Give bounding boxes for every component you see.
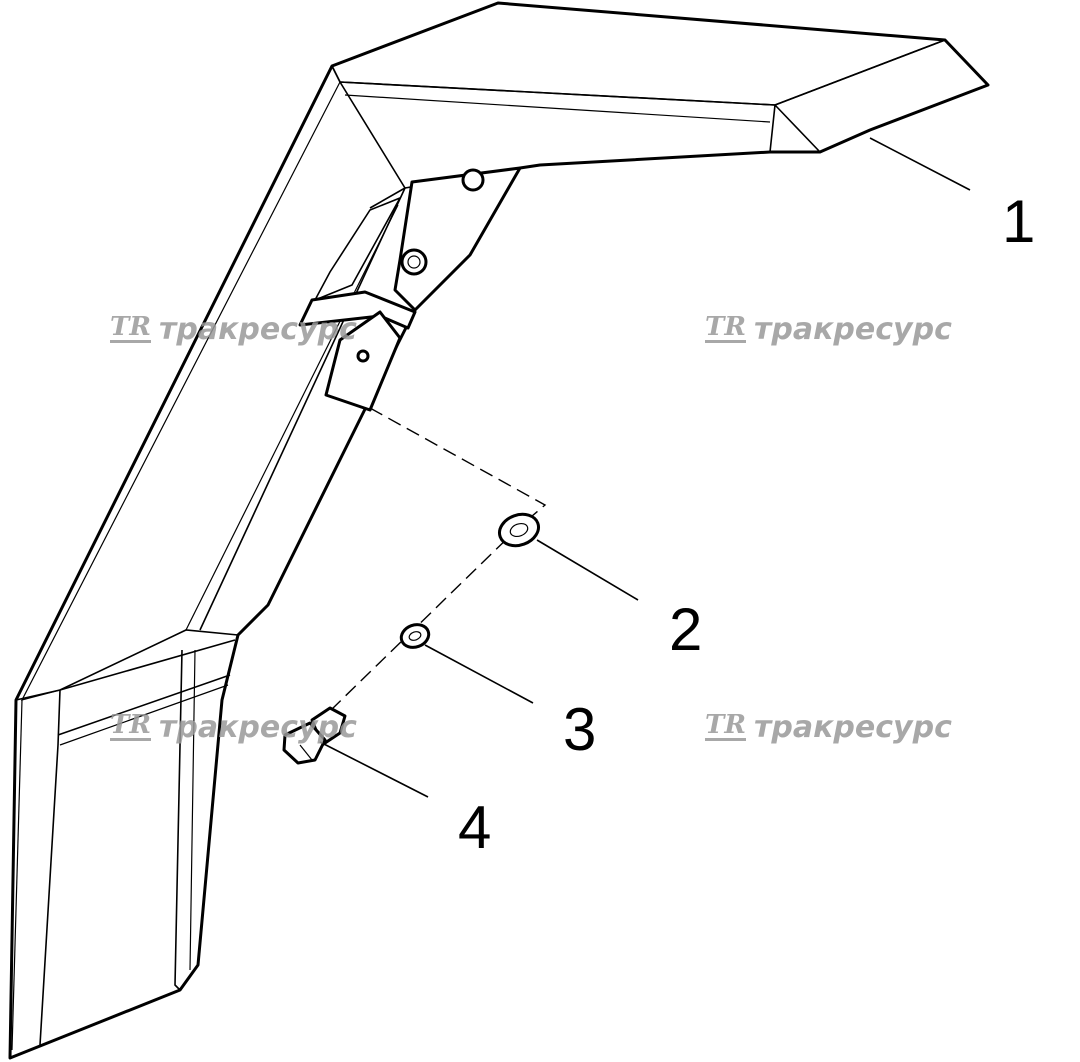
- mount-hole: [356, 349, 370, 363]
- watermark-logo: TR: [705, 710, 746, 741]
- watermark-text: тракресурс: [753, 312, 952, 347]
- watermark-logo: TR: [110, 312, 151, 343]
- spring-washer-part-3: [399, 623, 431, 649]
- bracket: [298, 166, 522, 412]
- watermark: TR тракресурс: [705, 710, 952, 745]
- watermark: TR тракресурс: [705, 312, 952, 347]
- bolt-head-top: [461, 168, 485, 192]
- callout-3: 3: [563, 696, 597, 763]
- callout-4: 4: [458, 794, 492, 861]
- callout-2: 2: [669, 596, 703, 663]
- flat-washer-part-2: [498, 512, 540, 548]
- bolt-part-4: [282, 706, 347, 765]
- watermark-text: тракресурс: [753, 710, 952, 745]
- watermark-text: тракресурс: [158, 312, 357, 347]
- leader-2: [536, 539, 639, 601]
- bolt-head-upper: [400, 248, 428, 276]
- watermark-text: тракресурс: [158, 710, 357, 745]
- watermark: TR тракресурс: [110, 312, 357, 347]
- watermark-logo: TR: [705, 312, 746, 343]
- leader-1: [869, 137, 971, 191]
- watermark-logo: TR: [110, 710, 151, 741]
- leader-4: [319, 741, 429, 798]
- callout-1: 1: [1002, 188, 1036, 255]
- watermark: TR тракресурс: [110, 710, 357, 745]
- leader-3: [424, 644, 534, 704]
